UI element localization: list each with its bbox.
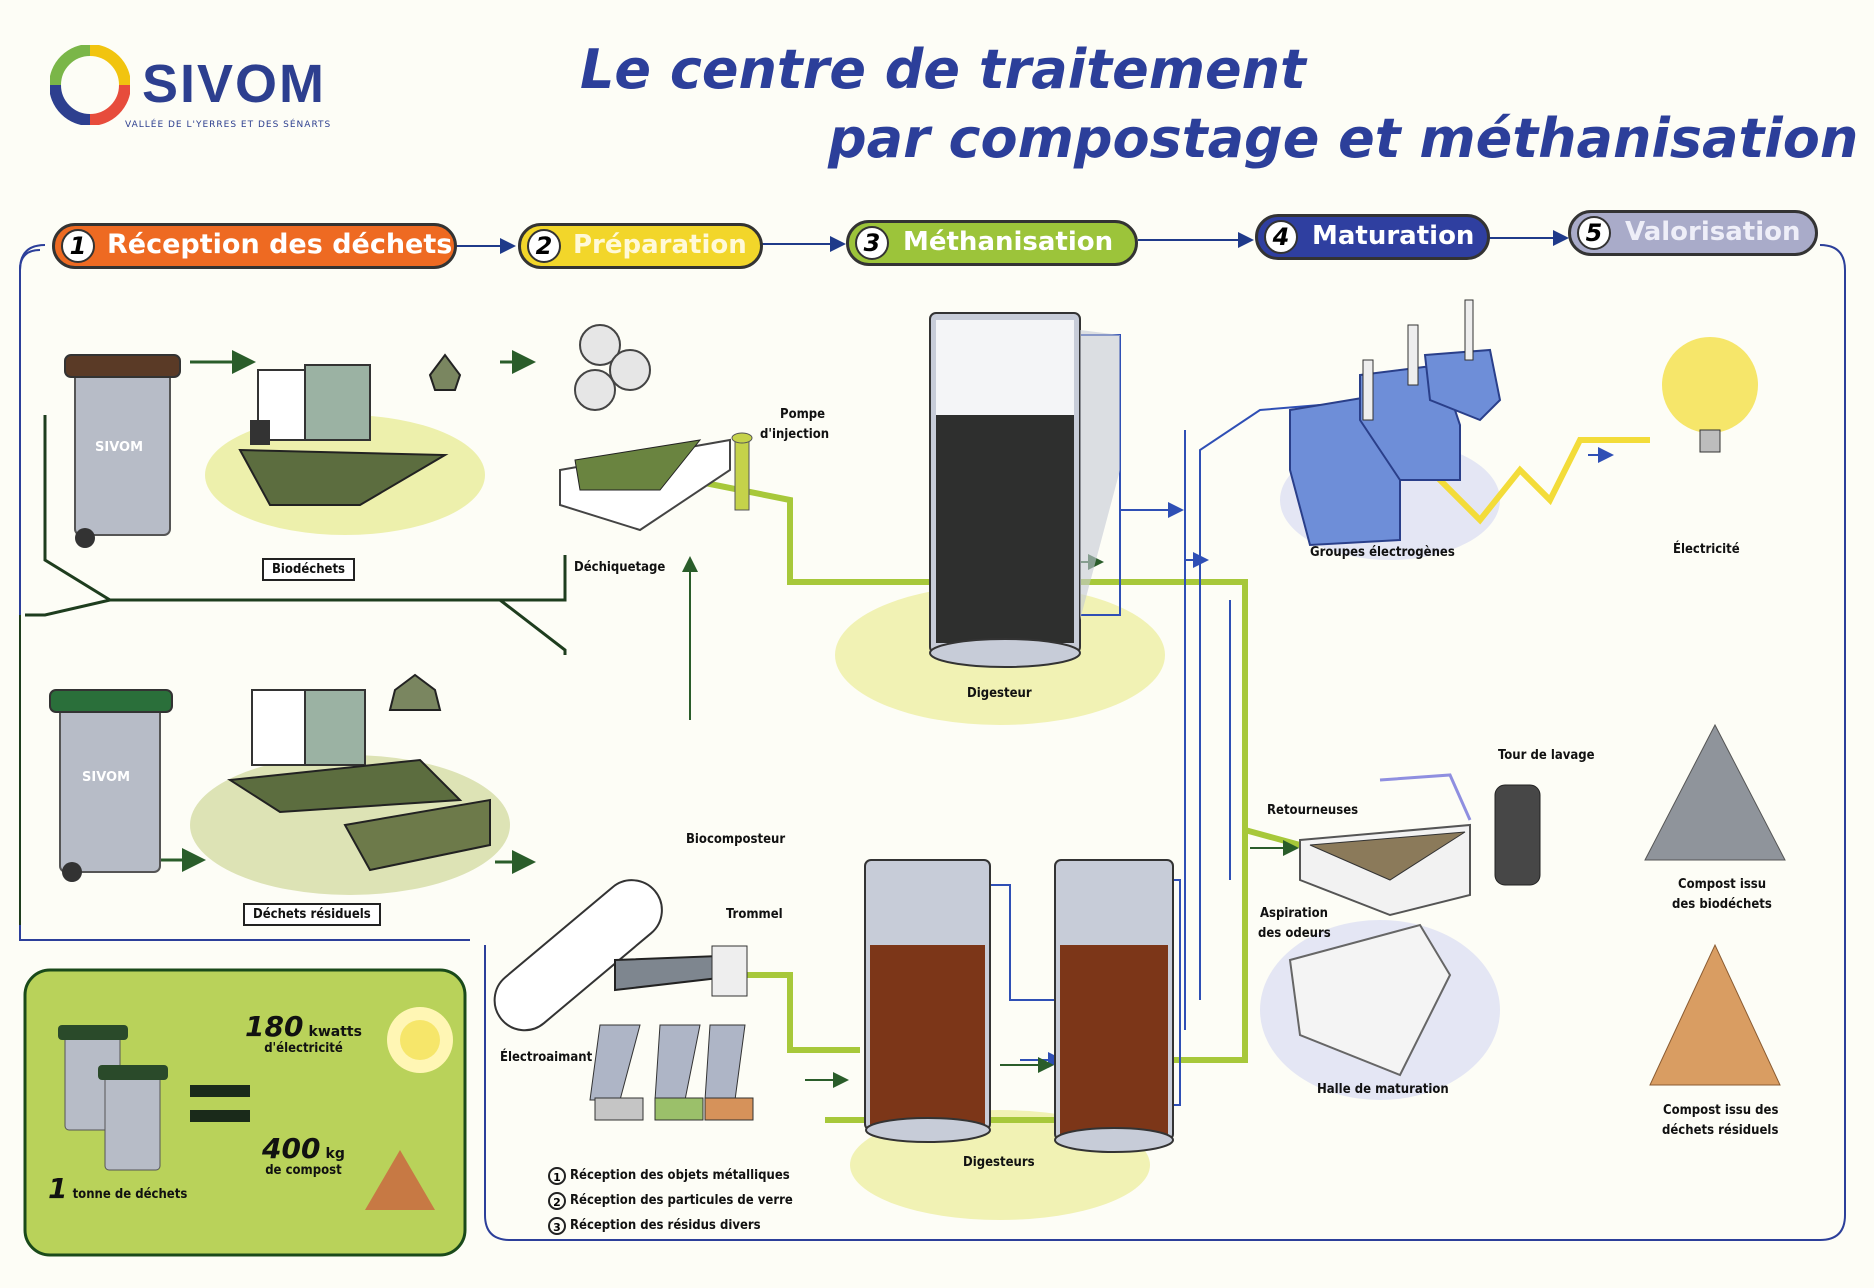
step-5-number: 5 — [1577, 216, 1611, 250]
bin-biodechets — [64, 354, 181, 548]
bin-bottom-brand: SIVOM — [82, 770, 131, 785]
digester-top — [929, 312, 1120, 668]
generators — [1289, 299, 1502, 547]
summary-elec-unit: kwatts — [308, 1024, 362, 1040]
step-5-label: Valorisation — [1625, 217, 1801, 247]
sivom-logo-mark — [50, 45, 130, 125]
legend-text: Réception des résidus divers — [570, 1218, 761, 1233]
digester-bottom-left — [864, 859, 991, 1143]
sorting-legend: 1 Réception des objets métalliques 2 Réc… — [548, 1163, 793, 1238]
step-5: 5 Valorisation — [1568, 210, 1818, 256]
label-dechets-residuels: Déchets résiduels — [243, 903, 381, 926]
step-1-label: Réception des déchets — [107, 229, 453, 260]
truck-bottom — [251, 689, 366, 766]
logo-name: SIVOM — [142, 54, 327, 114]
title-line-2: par compostage et méthanisation — [828, 107, 1859, 170]
summary-bins — [58, 1025, 168, 1171]
legend-number: 3 — [548, 1216, 566, 1235]
step-2-label: Préparation — [573, 230, 747, 260]
label-compost-res-1: Compost issu des — [1663, 1103, 1779, 1118]
summary-elec-value: 180 — [245, 1010, 304, 1043]
label-compost-res-2: déchets résiduels — [1662, 1123, 1779, 1138]
shredder — [559, 324, 753, 532]
summary-tonne-text: tonne de déchets — [72, 1187, 188, 1202]
step-3-number: 3 — [855, 226, 889, 260]
label-retourneuses: Retourneuses — [1267, 803, 1359, 818]
summary-tonne: 1 tonne de déchets — [48, 1172, 187, 1205]
summary-tonne-value: 1 — [48, 1172, 68, 1205]
step-2: 2 Préparation — [518, 223, 763, 269]
label-tour: Tour de lavage — [1498, 748, 1595, 763]
step-1: 1 Réception des déchets — [52, 223, 457, 269]
legend-number: 2 — [548, 1191, 566, 1210]
label-pompe-1: Pompe — [780, 407, 826, 422]
maturation — [1288, 773, 1541, 1077]
legend-text: Réception des objets métalliques — [570, 1168, 790, 1183]
label-aspiration-2: des odeurs — [1258, 926, 1331, 941]
summary-compost-unit: kg — [325, 1146, 345, 1162]
label-aspiration-1: Aspiration — [1260, 906, 1329, 921]
legend-item: 1 Réception des objets métalliques — [548, 1163, 793, 1188]
label-dechiquetage: Déchiquetage — [574, 560, 666, 575]
label-trommel: Trommel — [726, 907, 783, 922]
trommel — [493, 879, 754, 1121]
label-electroaimant: Électroaimant — [500, 1050, 593, 1065]
logo-subtitle: VALLÉE DE L'YERRES ET DES SÉNARTS — [125, 120, 332, 130]
step-3-label: Méthanisation — [903, 227, 1114, 257]
step-4-number: 4 — [1264, 220, 1298, 254]
summary-compost-value: 400 — [262, 1132, 321, 1165]
legend-item: 3 Réception des résidus divers — [548, 1213, 793, 1238]
label-electricite: Électricité — [1673, 542, 1740, 557]
step-4-label: Maturation — [1312, 221, 1475, 251]
sivom-logo: SIVOM VALLÉE DE L'YERRES ET DES SÉNARTS — [50, 45, 380, 135]
label-digesteur: Digesteur — [967, 686, 1032, 701]
legend-text: Réception des particules de verre — [570, 1193, 793, 1208]
bin-top-brand: SIVOM — [95, 440, 144, 455]
summary-compost-text: de compost — [265, 1163, 342, 1178]
legend-number: 1 — [548, 1166, 566, 1185]
label-compost-bio-2: des biodéchets — [1672, 897, 1772, 912]
summary-elec-text: d'électricité — [264, 1041, 343, 1056]
label-biodechets: Biodéchets — [262, 558, 356, 581]
step-4: 4 Maturation — [1255, 214, 1490, 260]
digester-bottom-right — [1054, 859, 1174, 1153]
bulb-large — [1662, 337, 1758, 453]
label-biocomposteur: Biocomposteur — [686, 832, 786, 847]
summary-compost: 400 kg de compost — [262, 1132, 345, 1178]
label-digesteurs: Digesteurs — [963, 1155, 1035, 1170]
label-compost-bio-1: Compost issu — [1678, 877, 1767, 892]
step-1-number: 1 — [61, 229, 95, 263]
label-halle: Halle de maturation — [1317, 1082, 1449, 1097]
legend-item: 2 Réception des particules de verre — [548, 1188, 793, 1213]
step-3: 3 Méthanisation — [846, 220, 1138, 266]
step-2-number: 2 — [527, 229, 561, 263]
bin-dechets-residuels — [49, 689, 173, 882]
equals-sign — [190, 1085, 250, 1097]
label-groupes: Groupes électrogènes — [1310, 545, 1455, 560]
truck-top — [250, 364, 371, 445]
title-line-1: Le centre de traitement — [580, 38, 1306, 101]
label-pompe-2: d'injection — [760, 427, 830, 442]
summary-electricity: 180 kwatts d'électricité — [245, 1010, 362, 1056]
